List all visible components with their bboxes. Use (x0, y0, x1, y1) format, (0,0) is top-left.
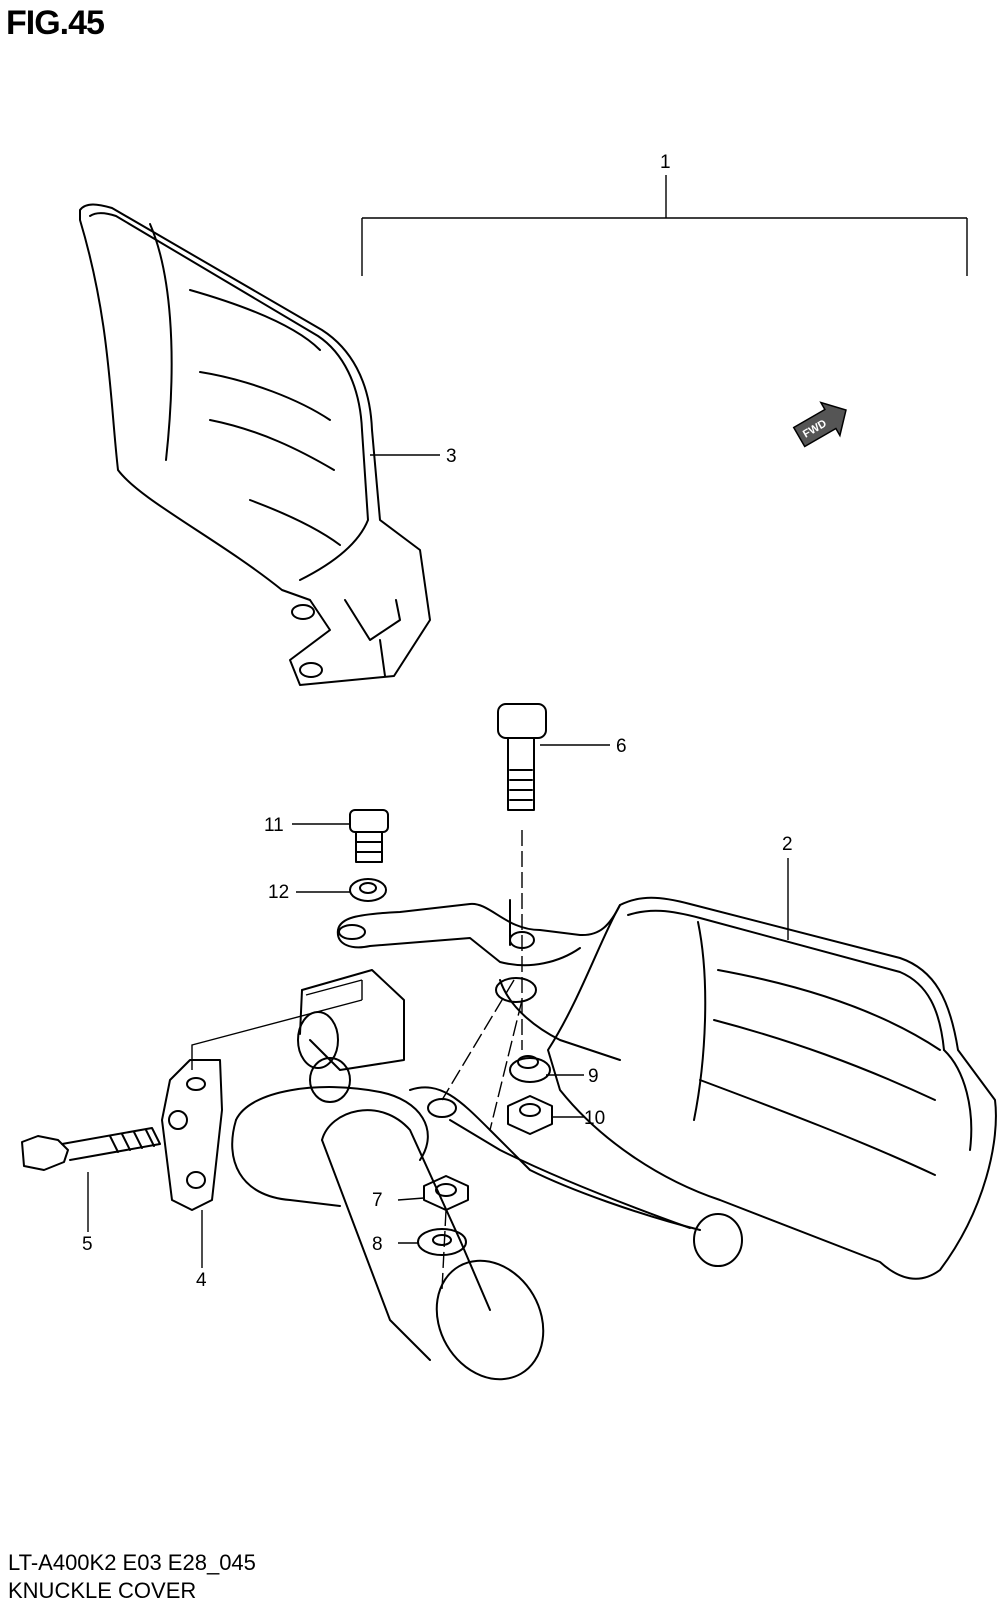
callout-labels: 1 2 3 4 5 6 7 8 9 10 11 12 (82, 152, 793, 1291)
nut-7 (423, 1175, 469, 1211)
washer-12 (349, 878, 387, 902)
handlebar-grip (231, 1086, 545, 1381)
section-name: KNUCKLE COVER (8, 1578, 197, 1603)
knuckle-cover-right (547, 896, 997, 1280)
callout-9: 9 (588, 1066, 599, 1087)
figure-title: FIG.45 (6, 4, 105, 42)
bolt-11 (349, 809, 389, 863)
callout-4: 4 (196, 1270, 207, 1291)
bolt-6 (497, 703, 547, 811)
washer-8 (417, 1228, 467, 1256)
collar-9 (509, 1055, 551, 1083)
callout-1: 1 (660, 152, 671, 173)
knuckle-cover-left (79, 203, 431, 686)
assembly-lines (191, 830, 523, 1291)
callout-7: 7 (372, 1190, 383, 1211)
fwd-arrow-icon: FWD (792, 401, 847, 448)
callout-11: 11 (264, 815, 284, 836)
nut-10 (507, 1095, 553, 1135)
spacer (427, 1098, 457, 1118)
master-cylinder-clamp (161, 969, 405, 1211)
callout-6: 6 (616, 736, 627, 757)
brake-lever (409, 1086, 743, 1267)
callout-5: 5 (82, 1234, 93, 1255)
callout-8: 8 (372, 1234, 383, 1255)
callout-3: 3 (446, 446, 457, 467)
bolt-5 (21, 1127, 161, 1171)
callout-10: 10 (584, 1108, 605, 1129)
model-code: LT-A400K2 E03 E28_045 (8, 1550, 256, 1575)
callout-2: 2 (782, 834, 793, 855)
assembly-1-bracket (361, 175, 968, 276)
callout-12: 12 (268, 882, 289, 903)
leader-lines (87, 454, 789, 1268)
cover-bracket-plate (336, 899, 621, 1061)
